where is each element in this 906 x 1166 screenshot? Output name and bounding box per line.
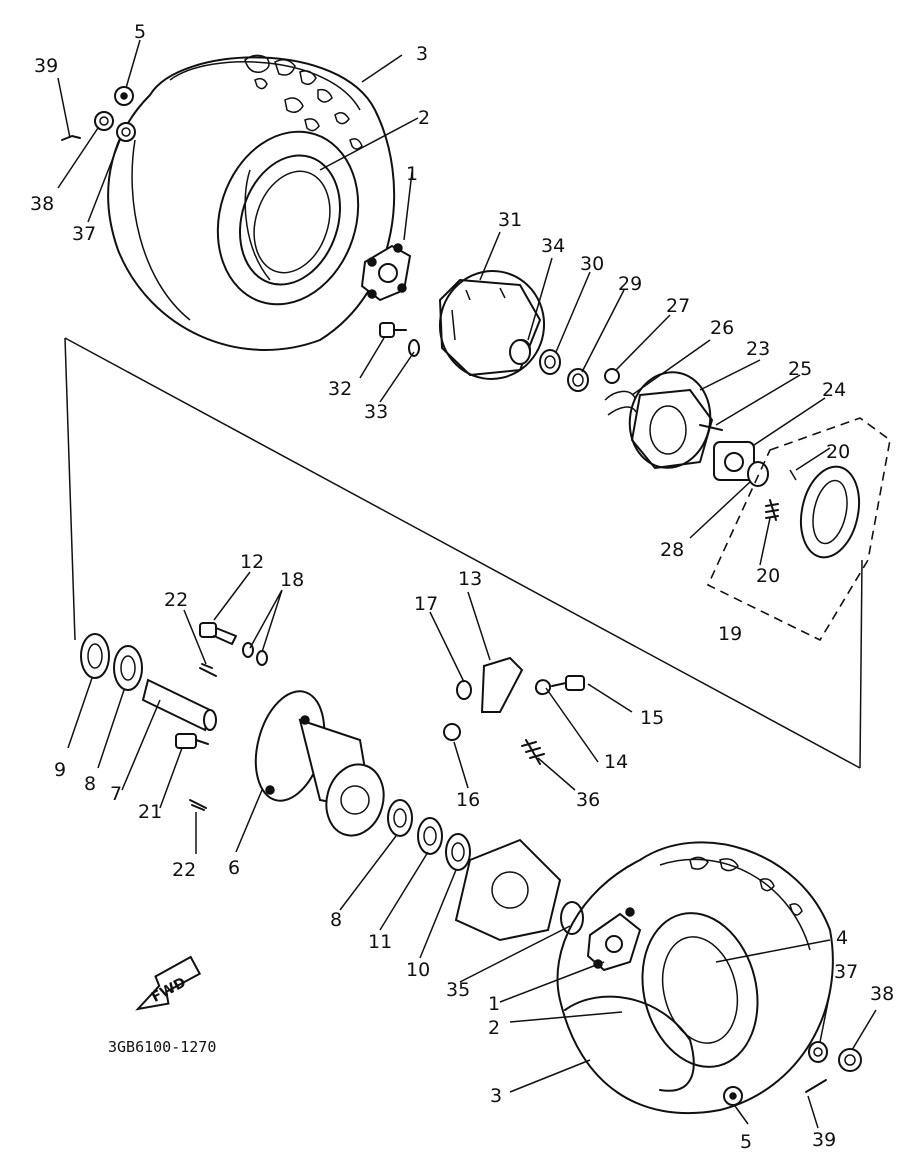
label-10: 10 [406,959,430,981]
label-28: 28 [660,539,684,561]
label-21: 21 [138,801,162,823]
leader-lines [57,39,877,1129]
label-38-upper: 38 [30,193,54,215]
assembly-guide-lines [64,337,863,769]
label-29: 29 [618,273,642,295]
label-39-lower: 39 [812,1129,836,1151]
label-22-bottom: 22 [172,859,196,881]
label-8-left: 8 [84,773,96,795]
label-7: 7 [110,783,122,805]
fwd-arrow-icon [135,955,202,1011]
label-5-upper: 5 [134,21,146,43]
label-4: 4 [836,927,848,949]
label-32: 32 [328,378,352,400]
lower-rim [564,912,759,1092]
label-36: 36 [576,789,600,811]
label-17: 17 [414,593,438,615]
brake-drum-23 [604,371,713,469]
label-9: 9 [54,759,66,781]
upper-rim [216,130,360,306]
label-35: 35 [446,979,470,1001]
label-33: 33 [364,401,388,423]
label-5-lower: 5 [740,1131,752,1153]
hub-24-25-28 [699,424,769,487]
label-16: 16 [456,789,480,811]
label-23: 23 [746,338,770,360]
label-20-top: 20 [826,441,850,463]
label-18: 18 [280,569,304,591]
brake-shoe-assembly-19 [706,417,891,642]
label-38-lower: 38 [870,983,894,1005]
label-6: 6 [228,857,240,879]
label-37-lower: 37 [834,961,858,983]
upper-nut-washers [61,86,136,142]
label-13: 13 [458,568,482,590]
label-11: 11 [368,931,392,953]
upper-hub-part-1 [360,243,412,302]
label-37-upper: 37 [72,223,96,245]
gear-case [454,838,584,942]
label-31: 31 [498,209,522,231]
label-19: 19 [718,623,742,645]
bearings-seals-upper [509,339,620,392]
axle-housing-6 [254,690,385,837]
bolts-12-18-21-22 [175,622,268,811]
label-39-upper: 39 [34,55,58,77]
label-30: 30 [580,253,604,275]
upper-tire [107,54,396,351]
label-2-upper: 2 [418,107,430,129]
label-24: 24 [822,379,846,401]
label-20: 20 [756,565,780,587]
lower-hub-part-1 [586,907,642,972]
brake-lever-13-parts [443,656,585,765]
bolt-32-washer-33 [379,322,420,357]
label-3-lower: 3 [490,1085,502,1107]
label-1-lower: 1 [488,993,500,1015]
label-22-top: 22 [164,589,188,611]
brake-drum-31 [438,270,546,380]
label-2-lower: 2 [488,1017,500,1039]
label-15: 15 [640,707,664,729]
seal-9-bearing-8-collar-7 [80,633,217,732]
bearings-8-11-10-lower [387,799,471,871]
label-8-lower: 8 [330,909,342,931]
label-3-upper: 3 [416,43,428,65]
label-27: 27 [666,295,690,317]
label-34: 34 [541,235,565,257]
drawing-code: 3GB6100-1270 [108,1038,216,1056]
label-1-upper: 1 [406,163,418,185]
lower-tire [556,841,834,1115]
lower-nut-washers [723,1041,862,1106]
label-14: 14 [604,751,628,773]
label-25: 25 [788,358,812,380]
label-12: 12 [240,551,264,573]
label-26: 26 [710,317,734,339]
